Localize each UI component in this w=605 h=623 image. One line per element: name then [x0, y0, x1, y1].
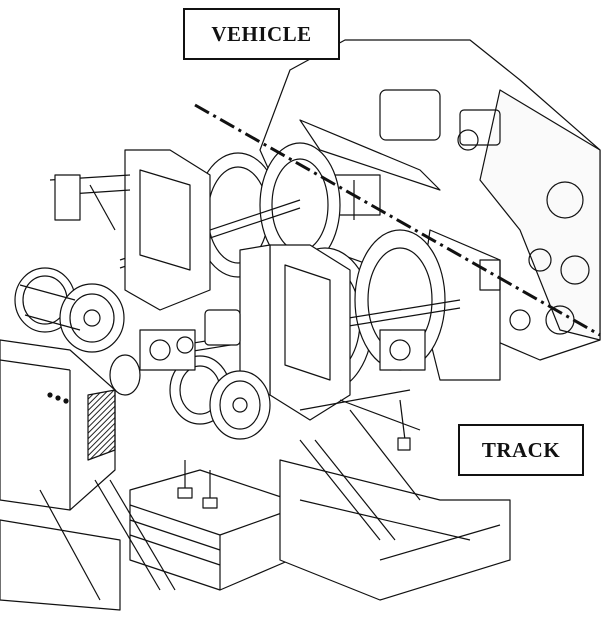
track-roller-left [14, 267, 125, 353]
rig-frame-rear [49, 149, 211, 311]
track-roller-right [169, 355, 271, 440]
rig-frame-front [239, 244, 351, 421]
bogie-frame [259, 39, 601, 361]
vehicle-wheel-rear [195, 142, 341, 278]
wheelset-centerline [194, 103, 601, 337]
traction-motor [0, 339, 116, 511]
vehicle-label: VEHICLE [183, 8, 340, 60]
track-label: TRACK [458, 424, 584, 476]
coupling-assembly [109, 309, 426, 396]
vehicle-label-text: VEHICLE [211, 21, 312, 46]
support-struts [39, 389, 421, 601]
base-frame [0, 459, 511, 611]
track-label-text: TRACK [481, 437, 561, 462]
sensor-hangers [177, 399, 411, 509]
